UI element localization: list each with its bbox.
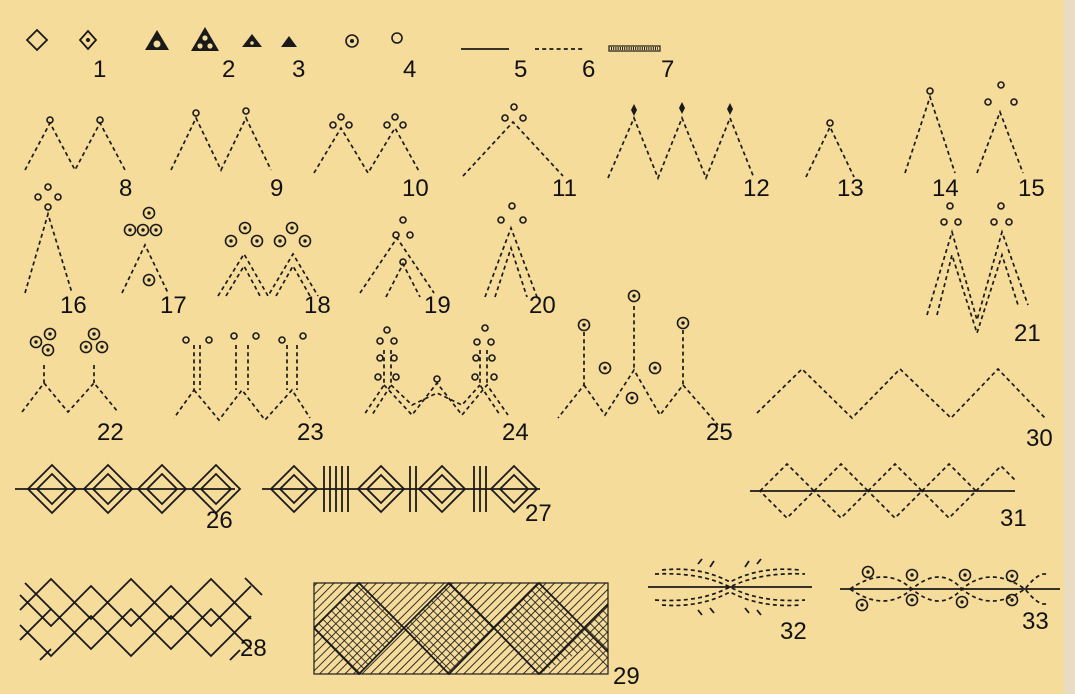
label-31: 31 [1000,505,1027,532]
label-23: 23 [297,419,324,446]
label-2: 2 [222,56,235,83]
label-33: 33 [1022,608,1049,635]
motif-29 [314,583,608,674]
motif-12 [608,102,754,178]
motif-11 [463,104,563,176]
motif-17 [122,208,168,294]
label-16: 16 [60,292,87,319]
label-17: 17 [160,292,187,319]
label-3: 3 [292,56,305,83]
motif-27 [262,466,540,512]
label-12: 12 [743,175,770,202]
label-15: 15 [1018,175,1045,202]
label-21: 21 [1014,320,1041,347]
label-18: 18 [304,292,331,319]
page-edge [1064,0,1075,694]
label-5: 5 [514,56,527,83]
label-1: 1 [93,56,106,83]
label-29: 29 [613,663,640,690]
label-14: 14 [932,175,959,202]
motif-1 [27,30,96,50]
label-19: 19 [424,292,451,319]
label-26: 26 [206,507,233,534]
motif-23 [174,333,310,420]
label-13: 13 [837,175,864,202]
motif-20 [485,203,537,297]
motif-18 [218,223,318,297]
motif-2 [145,27,219,51]
motif-13 [806,120,854,177]
label-10: 10 [402,175,429,202]
motif-32 [648,559,812,615]
motif-26 [15,465,240,513]
motif-31 [750,464,1015,518]
label-8: 8 [119,175,132,202]
motif-4 [346,33,402,47]
motif-10 [314,114,420,173]
motif-33 [840,567,1060,611]
label-32: 32 [780,618,807,645]
motif-25 [558,291,718,426]
motif-19 [360,217,434,297]
label-24: 24 [502,419,529,446]
label-25: 25 [706,419,733,446]
motif-8 [25,117,125,170]
motif-30 [757,369,1045,418]
motif-14 [905,88,955,173]
motif-22 [22,329,118,413]
motif-28 [20,578,262,660]
label-20: 20 [529,292,556,319]
label-7: 7 [661,56,674,83]
label-28: 28 [240,635,267,662]
motif-7 [609,46,660,51]
label-22: 22 [97,419,124,446]
motif-16 [25,184,72,293]
label-9: 9 [270,175,283,202]
label-4: 4 [403,56,416,83]
label-6: 6 [582,56,595,83]
label-30: 30 [1026,425,1053,452]
motif-24 [364,325,508,415]
motif-3 [242,34,297,47]
label-27: 27 [525,500,552,527]
motif-9 [171,108,271,170]
motif-21 [927,203,1028,333]
motif-15 [977,82,1023,173]
label-11: 11 [552,175,577,202]
